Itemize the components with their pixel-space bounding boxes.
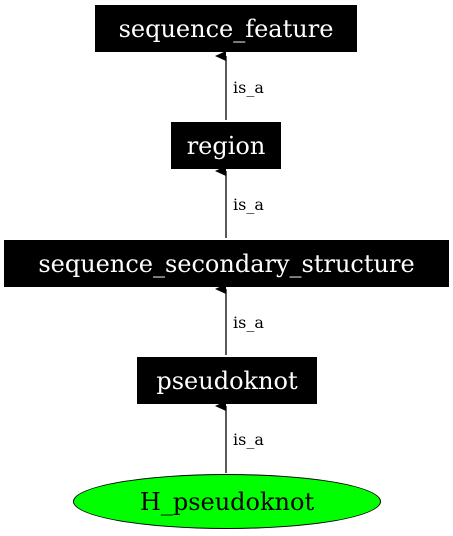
node-pseudoknot[interactable]: pseudoknot: [137, 357, 317, 404]
edge-label-region-sequence-feature: is_a: [233, 78, 264, 97]
edge-label-secondary-structure-region: is_a: [233, 195, 264, 214]
node-h-pseudoknot[interactable]: H_pseudoknot: [73, 474, 381, 529]
edge-label-h-pseudoknot-pseudoknot: is_a: [233, 430, 264, 449]
node-sequence-feature[interactable]: sequence_feature: [95, 5, 357, 52]
node-region[interactable]: region: [171, 122, 281, 169]
node-sequence-secondary-structure[interactable]: sequence_secondary_structure: [4, 240, 449, 287]
edge-label-pseudoknot-secondary-structure: is_a: [233, 313, 264, 332]
